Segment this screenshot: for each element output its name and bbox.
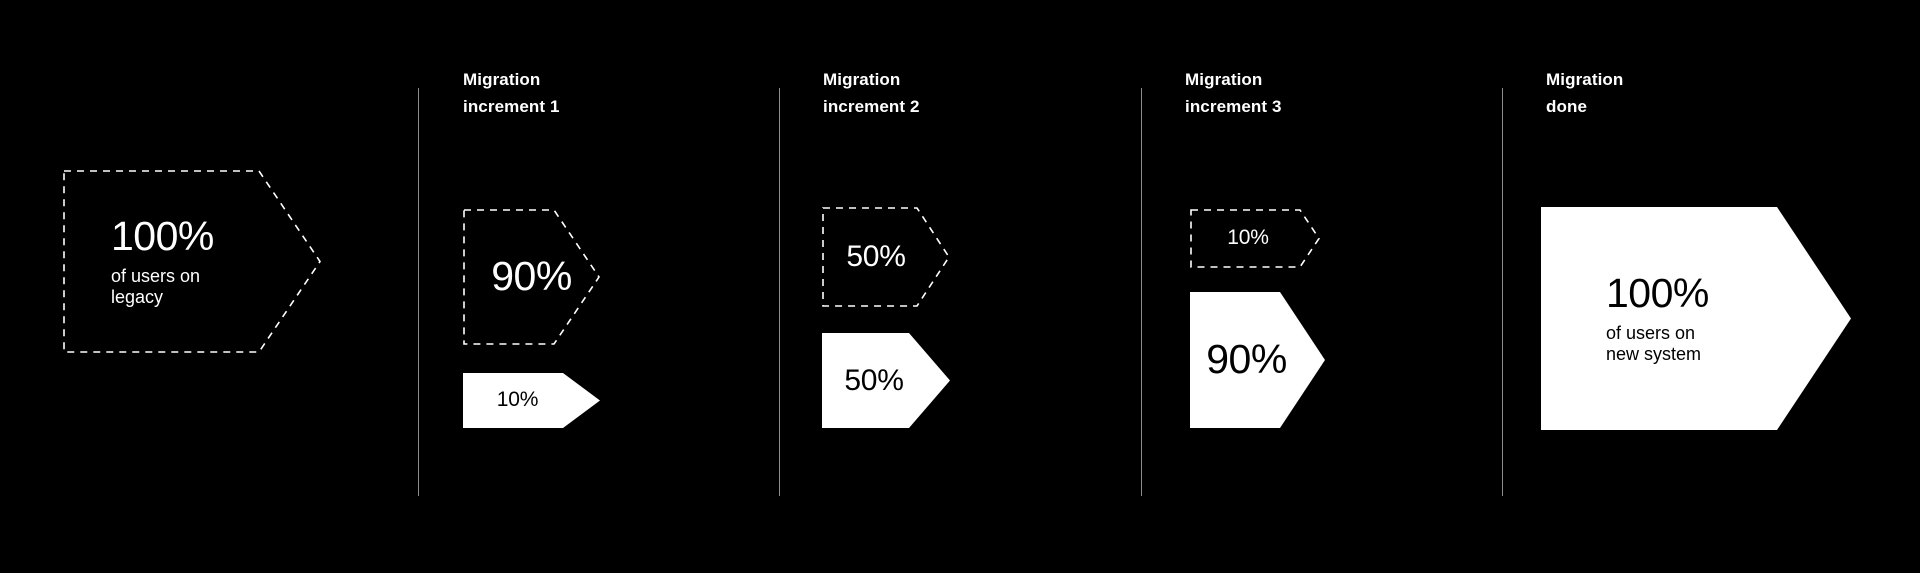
arrow-filled-shape xyxy=(1190,292,1325,428)
arrow-legacy-increment-2: 50% xyxy=(822,207,950,307)
arrow-new-increment-1: 10% xyxy=(463,373,600,428)
column-header-increment-1: Migration increment 1 xyxy=(463,70,560,116)
arrow-new-increment-3: 90% xyxy=(1190,292,1325,428)
arrow-percent-label: 10% xyxy=(1227,226,1269,250)
arrow-percent-label: 10% xyxy=(496,388,539,412)
arrow-filled-shape xyxy=(822,333,950,428)
arrow-legacy-increment-3: 10% xyxy=(1190,209,1320,268)
arrow-sub-label: of users on new system xyxy=(1606,323,1702,365)
arrow-percent-label: 90% xyxy=(1206,336,1287,383)
arrow-outline-shape xyxy=(463,209,600,345)
arrow-new-done: 100% of users on new system xyxy=(1541,207,1851,430)
arrow-percent-label: 50% xyxy=(844,363,904,397)
arrow-legacy-increment-1: 90% xyxy=(463,209,600,345)
column-header-increment-2: Migration increment 2 xyxy=(823,70,920,116)
arrow-outline-shape xyxy=(1190,209,1320,268)
arrow-sub-label: of users on legacy xyxy=(111,266,201,308)
arrow-filled-shape xyxy=(1541,207,1851,430)
arrow-percent-label: 90% xyxy=(491,253,572,300)
arrow-new-increment-2: 50% xyxy=(822,333,950,428)
column-header-done: Migration done xyxy=(1546,70,1624,116)
arrow-outline-shape xyxy=(63,170,321,353)
arrow-percent-label: 100% xyxy=(1606,269,1709,316)
column-divider-3 xyxy=(1141,88,1142,496)
arrow-outline-shape xyxy=(822,207,950,307)
arrow-legacy-start: 100% of users on legacy xyxy=(63,170,321,353)
column-divider-1 xyxy=(418,88,419,496)
arrow-percent-label: 100% xyxy=(111,212,214,259)
column-header-increment-3: Migration increment 3 xyxy=(1185,70,1282,116)
column-divider-4 xyxy=(1502,88,1503,496)
arrow-filled-shape xyxy=(463,373,600,428)
column-divider-2 xyxy=(779,88,780,496)
arrow-percent-label: 50% xyxy=(846,240,906,274)
